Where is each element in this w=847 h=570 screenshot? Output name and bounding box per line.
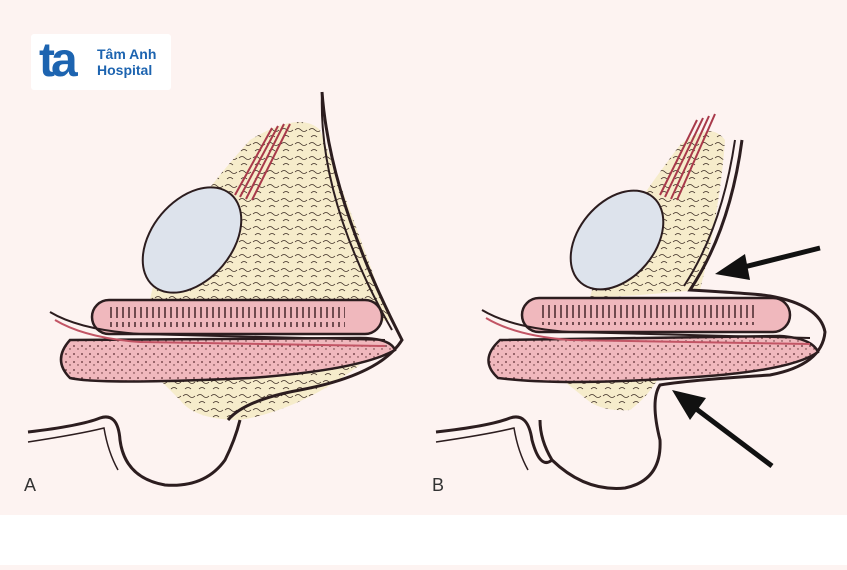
logo-text: Tâm Anh Hospital: [97, 46, 156, 78]
svg-text:ta: ta: [39, 34, 78, 86]
fat-pad-b: [569, 189, 665, 291]
lower-tissue-b: [487, 334, 820, 384]
levator-muscle-b: [659, 113, 716, 201]
levator-muscle-a: [234, 123, 291, 201]
arrow-upper: [715, 245, 821, 280]
panel-b: [435, 113, 827, 490]
lower-lid-b: [435, 415, 553, 464]
fat-pad-a: [141, 186, 243, 294]
logo-name-line1: Tâm Anh: [97, 46, 157, 62]
lower-fat-b: [560, 375, 660, 411]
logo-mark: ta: [37, 34, 97, 96]
arrow-lower: [672, 390, 774, 468]
logo-name-line2: Hospital: [97, 62, 153, 78]
skin-line-b: [538, 139, 827, 490]
panel-label-b: B: [432, 475, 445, 495]
panel-a: [27, 91, 404, 487]
ta-logo-icon: ta: [39, 34, 82, 87]
lower-lid-a: [27, 415, 242, 487]
hospital-logo: ta Tâm Anh Hospital: [31, 34, 171, 90]
bottom-band: [0, 515, 847, 565]
panel-label-a: A: [24, 475, 37, 495]
lower-tissue-a: [59, 336, 397, 383]
